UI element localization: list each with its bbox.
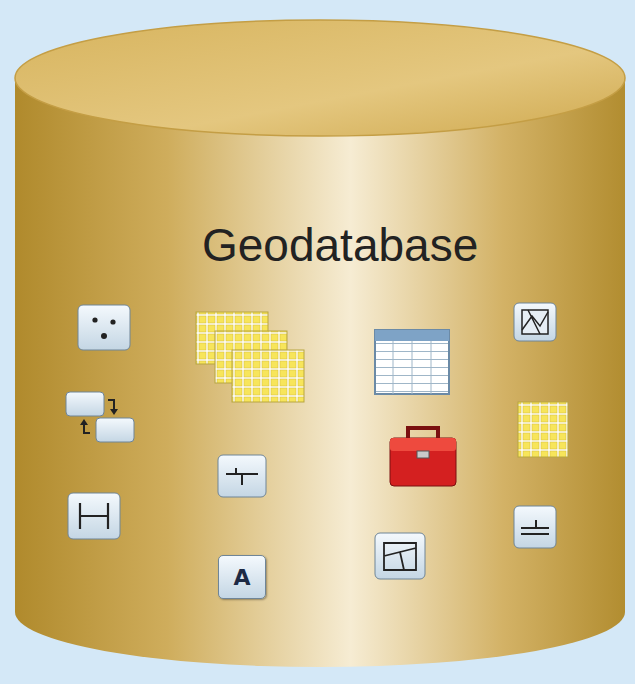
annotation-icon: A	[218, 555, 266, 599]
annotation-letter: A	[233, 565, 250, 590]
database-title: Geodatabase	[202, 218, 478, 272]
